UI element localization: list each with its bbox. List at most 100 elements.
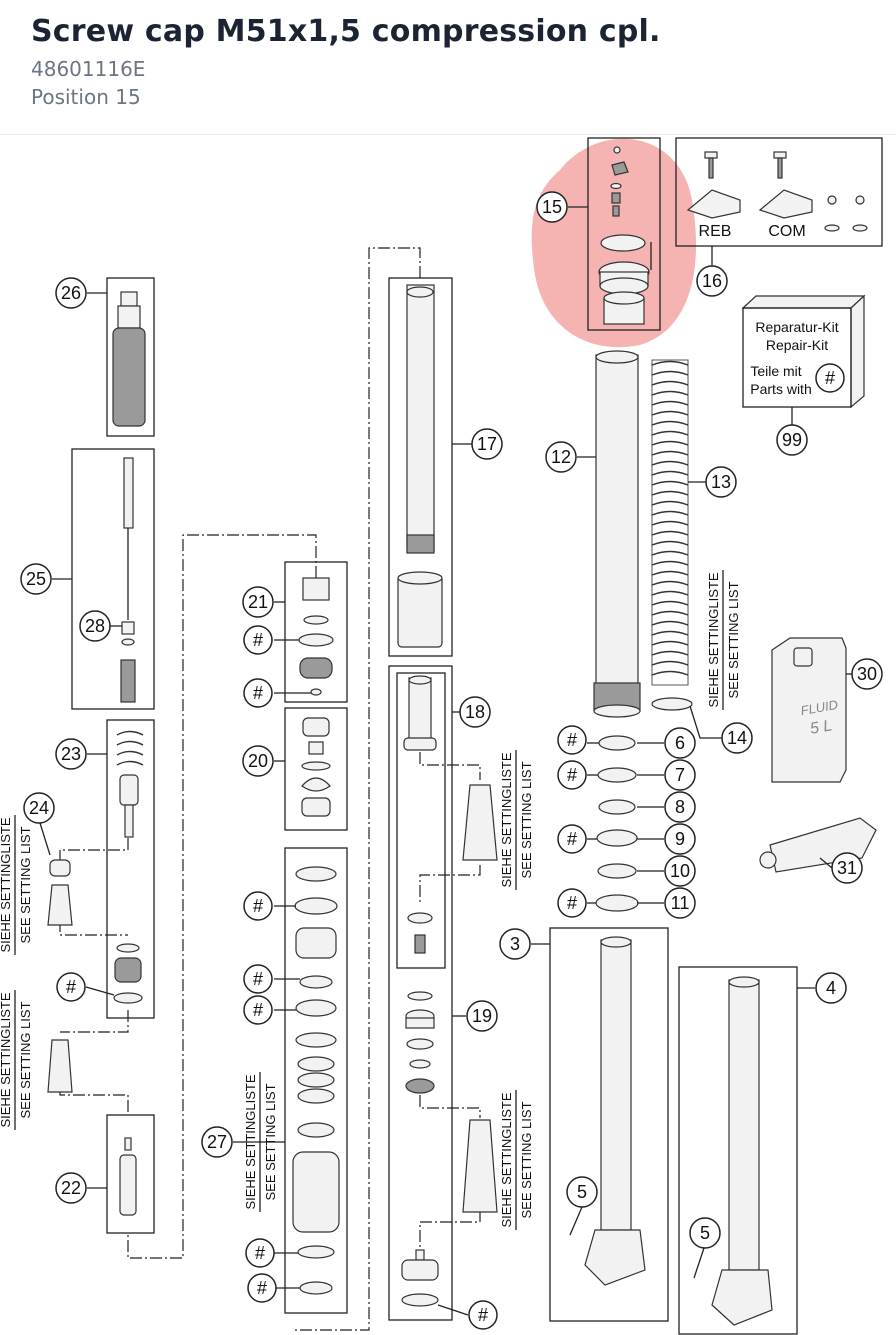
callout-hash-27d[interactable]: # — [245, 1238, 275, 1268]
svg-text:#: # — [257, 1278, 267, 1298]
callout-31[interactable]: 31 — [831, 852, 863, 884]
svg-text:13: 13 — [711, 472, 731, 492]
svg-text:19: 19 — [472, 1006, 492, 1026]
callout-21[interactable]: 21 — [242, 586, 274, 618]
part-22-adjuster — [119, 1137, 137, 1216]
svg-text:17: 17 — [477, 434, 497, 454]
callout-19[interactable]: 19 — [466, 1000, 498, 1032]
part-26-cartridge — [112, 291, 146, 427]
svg-text:28: 28 — [85, 616, 105, 636]
callout-hash-19[interactable]: # — [468, 1300, 498, 1330]
svg-text:10: 10 — [670, 861, 690, 881]
kit-label-en: Repair-Kit — [766, 337, 828, 353]
svg-text:31: 31 — [837, 858, 857, 878]
part-21-valve — [298, 577, 334, 696]
callout-4[interactable]: 4 — [815, 972, 847, 1004]
callout-17[interactable]: 17 — [471, 428, 503, 460]
callout-27[interactable]: 27 — [201, 1126, 233, 1158]
callout-hash-21b[interactable]: # — [243, 678, 273, 708]
svg-text:SIEHE SETTINGLISTE: SIEHE SETTINGLISTE — [499, 1092, 514, 1227]
callout-11[interactable]: 11 — [664, 887, 696, 919]
part-number: 48601116E — [31, 57, 146, 81]
callout-26[interactable]: 26 — [55, 277, 87, 309]
svg-text:#: # — [66, 977, 76, 997]
svg-text:14: 14 — [727, 728, 747, 748]
svg-text:SEE SETTING LIST: SEE SETTING LIST — [18, 1001, 33, 1118]
callout-23[interactable]: 23 — [55, 738, 87, 770]
callout-5-left[interactable]: 5 — [566, 1176, 598, 1208]
callout-3[interactable]: 3 — [499, 928, 531, 960]
svg-text:SIEHE SETTINGLISTE: SIEHE SETTINGLISTE — [0, 992, 13, 1127]
svg-text:#: # — [825, 368, 835, 388]
svg-text:99: 99 — [782, 430, 802, 450]
svg-text:21: 21 — [248, 592, 268, 612]
callout-24[interactable]: 24 — [23, 792, 55, 824]
svg-text:30: 30 — [857, 664, 877, 684]
callout-25[interactable]: 25 — [20, 563, 52, 595]
bumper-upper — [462, 784, 498, 861]
part-4-fork-leg — [711, 976, 773, 1326]
position-label: Position 15 — [31, 85, 141, 109]
kit-parts-en: Parts with — [750, 381, 811, 397]
clamp-parts — [686, 151, 868, 232]
callout-22[interactable]: 22 — [55, 1172, 87, 1204]
fluid-label: FLUID — [799, 697, 839, 718]
callout-99[interactable]: 99 — [776, 424, 808, 456]
part-3-fork-leg — [584, 936, 646, 1286]
svg-text:SIEHE SETTINGLISTE: SIEHE SETTINGLISTE — [499, 752, 514, 887]
svg-text:SEE SETTING LIST: SEE SETTING LIST — [519, 761, 534, 878]
callout-16[interactable]: 16 — [696, 265, 728, 297]
callout-13[interactable]: 13 — [705, 466, 737, 498]
svg-text:5: 5 — [577, 1182, 587, 1202]
callout-15[interactable]: 15 — [536, 191, 568, 223]
callout-kit-hash[interactable]: # — [815, 363, 845, 393]
callout-hash-7[interactable]: # — [557, 760, 587, 790]
svg-text:26: 26 — [61, 283, 81, 303]
callout-hash-11[interactable]: # — [557, 888, 587, 918]
callout-hash-27c[interactable]: # — [243, 995, 273, 1025]
callout-30[interactable]: 30 — [851, 658, 883, 690]
callout-20[interactable]: 20 — [242, 745, 274, 777]
svg-text:16: 16 — [702, 271, 722, 291]
callout-hash-21a[interactable]: # — [243, 625, 273, 655]
svg-text:SEE SETTING LIST: SEE SETTING LIST — [726, 581, 741, 698]
callout-hash-27b[interactable]: # — [243, 964, 273, 994]
setting-note-19: SIEHE SETTINGLISTE SEE SETTING LIST — [499, 1090, 534, 1230]
callout-6[interactable]: 6 — [664, 727, 696, 759]
callout-hash-9[interactable]: # — [557, 824, 587, 854]
part-18-cartridge-tube — [403, 675, 437, 954]
svg-text:SIEHE SETTINGLISTE: SIEHE SETTINGLISTE — [0, 817, 13, 952]
callout-8[interactable]: 8 — [664, 791, 696, 823]
callout-28[interactable]: 28 — [79, 610, 111, 642]
callout-18[interactable]: 18 — [459, 696, 491, 728]
svg-text:#: # — [478, 1305, 488, 1325]
part-12-outer-tube — [593, 350, 641, 718]
label-reb: REB — [699, 223, 732, 240]
callout-14[interactable]: 14 — [721, 722, 753, 754]
svg-text:SEE SETTING LIST: SEE SETTING LIST — [519, 1101, 534, 1218]
page-header: Screw cap M51x1,5 compression cpl. 48601… — [0, 0, 896, 135]
svg-text:23: 23 — [61, 744, 81, 764]
page-title: Screw cap M51x1,5 compression cpl. — [31, 14, 661, 49]
callout-12[interactable]: 12 — [545, 441, 577, 473]
callout-9[interactable]: 9 — [664, 823, 696, 855]
svg-text:24: 24 — [29, 798, 49, 818]
callout-hash-27e[interactable]: # — [247, 1273, 277, 1303]
part-25-rod — [120, 457, 136, 703]
callout-hash-6[interactable]: # — [557, 725, 587, 755]
callout-10[interactable]: 10 — [664, 855, 696, 887]
callout-5-right[interactable]: 5 — [689, 1217, 721, 1249]
leader-lines — [39, 206, 852, 1316]
callout-hash-27a[interactable]: # — [243, 891, 273, 921]
svg-text:27: 27 — [207, 1132, 227, 1152]
setting-note-24a: SIEHE SETTINGLISTE SEE SETTING LIST — [0, 815, 33, 955]
svg-text:9: 9 — [675, 829, 685, 849]
svg-text:SIEHE SETTINGLISTE: SIEHE SETTINGLISTE — [706, 572, 721, 707]
svg-text:6: 6 — [675, 733, 685, 753]
label-com: COM — [768, 223, 805, 240]
setting-note-spring: SIEHE SETTINGLISTE SEE SETTING LIST — [706, 570, 741, 710]
svg-text:7: 7 — [675, 765, 685, 785]
callout-hash-24[interactable]: # — [56, 972, 86, 1002]
callout-7[interactable]: 7 — [664, 759, 696, 791]
part-20-piston — [301, 717, 331, 817]
